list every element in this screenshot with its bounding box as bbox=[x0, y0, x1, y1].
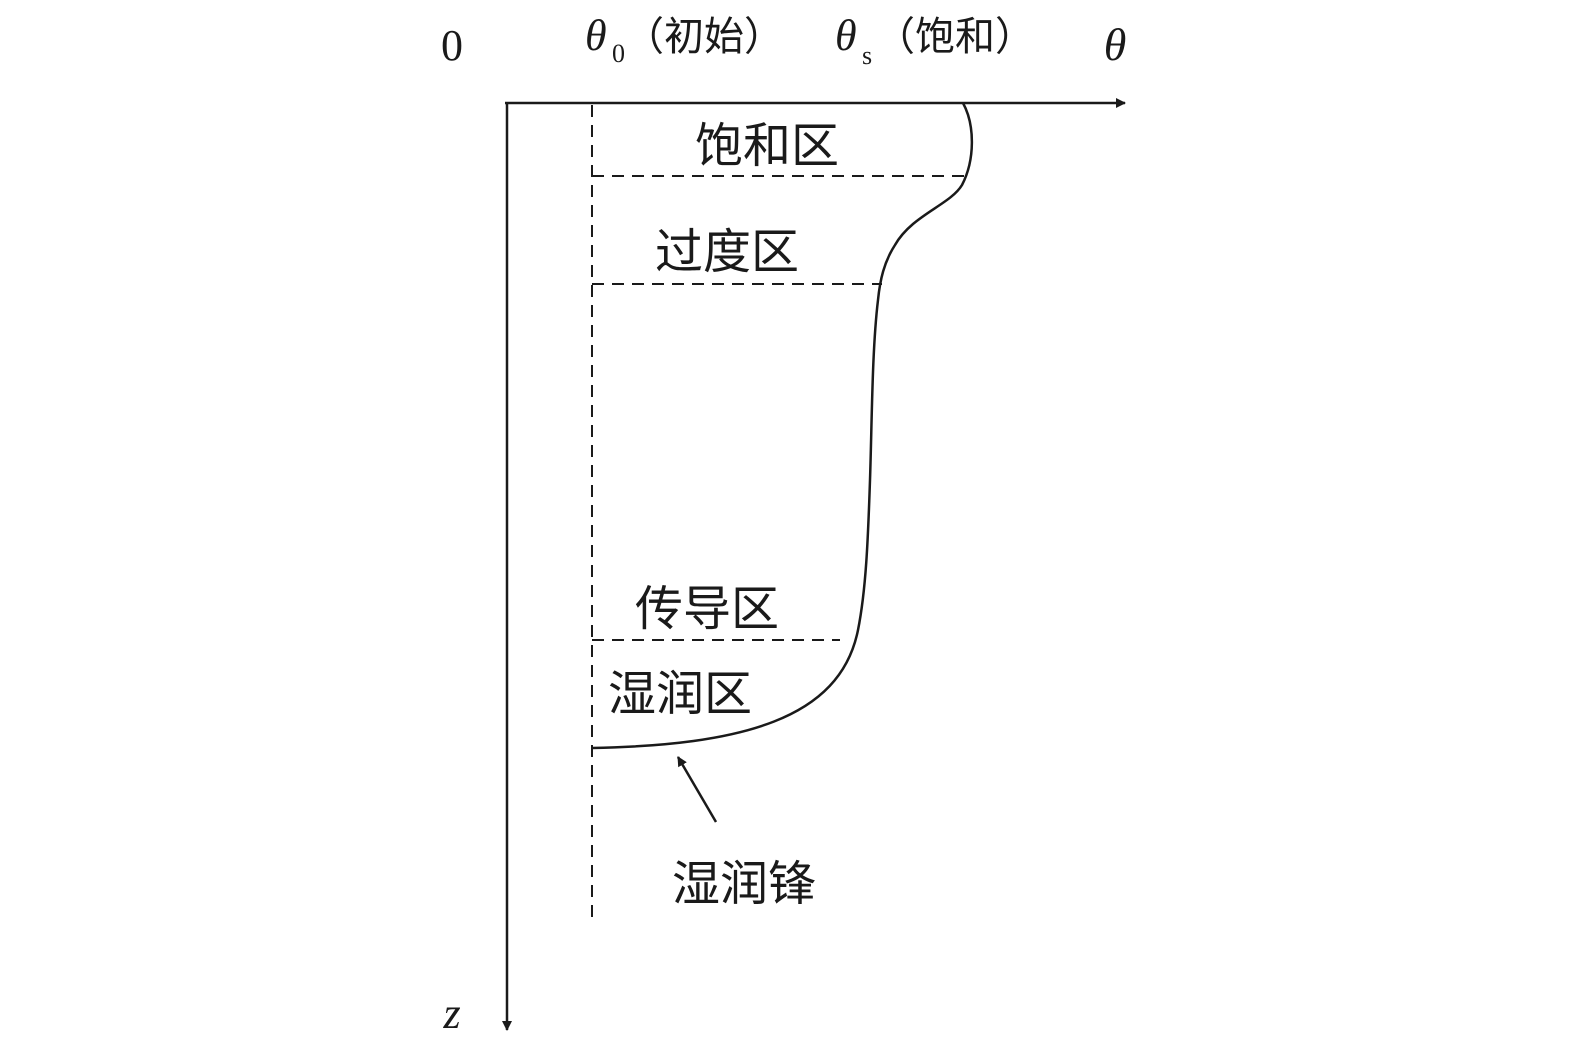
theta0-label: θ 0 （初始） bbox=[585, 11, 784, 68]
transition-zone-label: 过度区 bbox=[655, 224, 799, 280]
theta0-subscript: 0 bbox=[612, 39, 625, 68]
thetas-subscript: s bbox=[862, 41, 872, 70]
x-axis-label: θ bbox=[1104, 19, 1127, 70]
theta0-note: （初始） bbox=[624, 14, 784, 60]
saturated-zone-label: 饱和区 bbox=[695, 118, 839, 174]
transmission-zone-label: 传导区 bbox=[635, 581, 779, 637]
thetas-label: θ s （饱和） bbox=[835, 11, 1035, 70]
theta0-symbol: θ bbox=[585, 11, 607, 60]
z-axis-label: z bbox=[442, 989, 460, 1038]
moisture-profile-curve bbox=[591, 102, 974, 750]
thetas-symbol: θ bbox=[835, 11, 857, 60]
wetting-front-arrow bbox=[676, 756, 718, 823]
origin-label: 0 bbox=[441, 21, 463, 70]
thetas-note: （饱和） bbox=[875, 14, 1035, 60]
wetting-front-label: 湿润锋 bbox=[672, 856, 816, 912]
wetting-zone-label: 湿润区 bbox=[608, 666, 752, 722]
